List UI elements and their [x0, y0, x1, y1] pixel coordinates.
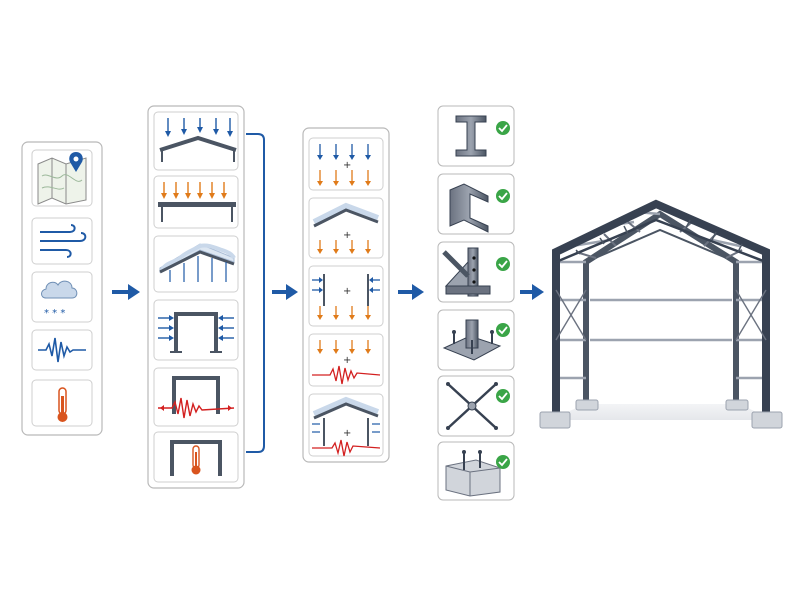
- thermometer-icon: [31, 379, 93, 427]
- load-cases-panel: [147, 105, 245, 489]
- grouping-bracket: [246, 133, 265, 453]
- snow-plus-live-icon: +: [308, 197, 384, 259]
- combination-operator: +: [343, 286, 351, 297]
- i-beam-icon: [437, 105, 515, 167]
- seismic-load-frame-icon: [153, 367, 239, 427]
- wind-icon: [31, 217, 93, 265]
- check-icon: [496, 389, 510, 403]
- dead-plus-live-icon: +: [308, 137, 384, 191]
- temperature-load-frame-icon: [153, 431, 239, 483]
- svg-text:* * *: * * *: [44, 308, 65, 319]
- snow-wind-seismic-icon: +: [308, 393, 384, 457]
- gusset-connection-icon: [437, 241, 515, 303]
- load-combinations-panel: + + + +: [302, 127, 390, 463]
- check-icon: [496, 121, 510, 135]
- flow-arrow-2: [272, 284, 298, 300]
- design-checks-column: [437, 105, 515, 501]
- check-icon: [496, 257, 510, 271]
- check-icon: [496, 189, 510, 203]
- flow-arrow-4: [520, 284, 544, 300]
- c-channel-icon: [437, 173, 515, 235]
- steel-portal-frame-building-icon: [539, 199, 783, 429]
- live-plus-seismic-icon: +: [308, 333, 384, 387]
- site-map-icon: [31, 149, 93, 207]
- combination-operator: +: [343, 428, 351, 439]
- live-load-frame-icon: [153, 175, 239, 229]
- foundation-anchor-icon: [437, 441, 515, 501]
- cross-bracing-icon: [437, 375, 515, 437]
- dead-load-frame-icon: [153, 111, 239, 171]
- site-data-panel: * * *: [21, 141, 103, 436]
- check-icons: [496, 121, 510, 469]
- wind-load-frame-icon: [153, 299, 239, 361]
- snow-cloud-icon: * * *: [31, 271, 93, 323]
- snow-load-roof-icon: [153, 235, 239, 293]
- flow-arrow-3: [398, 284, 424, 300]
- combination-operator: +: [343, 230, 351, 241]
- seismic-wave-icon: [31, 329, 93, 371]
- base-plate-icon: [437, 309, 515, 371]
- wind-plus-live-icon: +: [308, 265, 384, 327]
- combination-operator: +: [343, 160, 351, 171]
- combination-operator: +: [343, 355, 351, 366]
- flow-arrow-1: [112, 284, 140, 300]
- check-icon: [496, 455, 510, 469]
- check-icon: [496, 323, 510, 337]
